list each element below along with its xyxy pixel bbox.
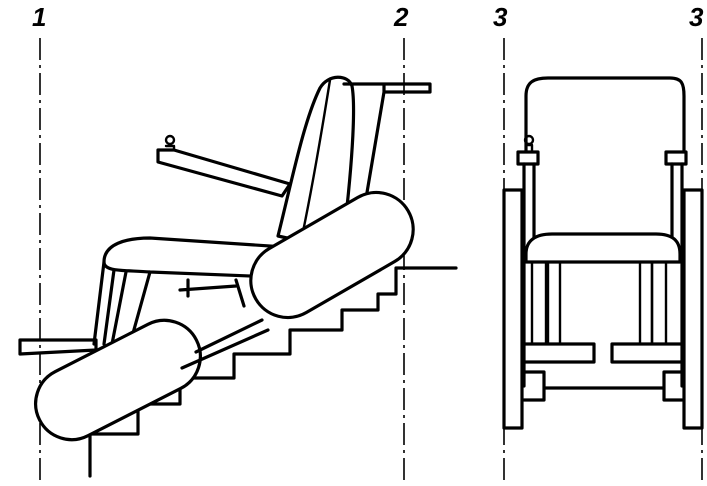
front-view <box>502 76 704 430</box>
right-seat-support <box>650 260 668 350</box>
left-track-side <box>502 188 524 430</box>
reference-label-3-right: 3 <box>689 2 704 32</box>
front-backrest-frame <box>524 76 686 162</box>
right-armrest-post <box>664 150 688 166</box>
footrest <box>18 338 98 356</box>
rear-track <box>249 190 415 320</box>
front-leg-frame <box>92 260 128 346</box>
left-inner-support <box>546 260 562 350</box>
left-seat-support <box>530 260 548 350</box>
right-inner-support <box>638 260 654 350</box>
reference-label-2: 2 <box>393 2 409 32</box>
front-track <box>34 318 202 442</box>
left-armrest-post <box>516 150 540 166</box>
right-track-side <box>682 188 704 430</box>
front-chassis <box>522 370 684 402</box>
seat-back-seam <box>298 78 332 248</box>
track-connector <box>180 318 270 370</box>
side-view <box>18 75 458 478</box>
reference-label-3-left: 3 <box>493 2 508 32</box>
left-footrest <box>522 342 596 364</box>
front-knob-stem <box>524 143 534 154</box>
frame-strut <box>128 270 246 346</box>
armrest-control-knob <box>164 134 176 146</box>
armrest <box>156 148 292 198</box>
staircase-outline <box>88 266 458 478</box>
armrest-knob-stem <box>164 144 176 152</box>
right-footrest <box>610 342 684 364</box>
reference-label-1: 1 <box>32 2 46 32</box>
front-seat-cushion <box>524 232 682 264</box>
